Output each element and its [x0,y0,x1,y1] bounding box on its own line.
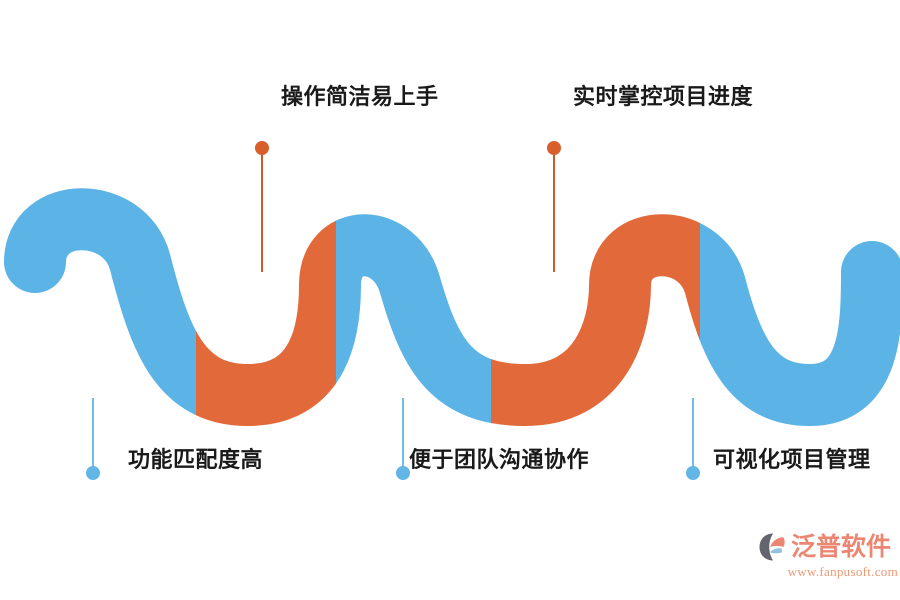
connector-dot [547,141,561,155]
callout-label-top-2: 实时掌控项目进度 [573,84,754,109]
connector-dot [86,466,100,480]
connector-dot [255,141,269,155]
callout-bottom-1-connector [86,398,100,480]
callout-bottom-2-connector [396,398,410,480]
watermark: 泛普软件 www.fanpusoft.com [758,532,898,586]
watermark-url: www.fanpusoft.com [787,564,898,579]
callout-label-bottom-1: 功能匹配度高 [128,447,264,472]
callout-label-bottom-3: 可视化项目管理 [713,447,871,472]
callout-top-1-connector [255,141,269,272]
connector-dot [396,466,410,480]
fanpu-logo-icon [759,533,785,561]
callout-label-bottom-2: 便于团队沟通协作 [409,447,590,472]
callout-top-2-connector [547,141,561,272]
callout-bottom-3-connector [686,398,700,480]
watermark-brand: 泛普软件 [791,532,892,561]
connector-dot [686,466,700,480]
callout-label-top-1: 操作简洁易上手 [281,84,439,109]
